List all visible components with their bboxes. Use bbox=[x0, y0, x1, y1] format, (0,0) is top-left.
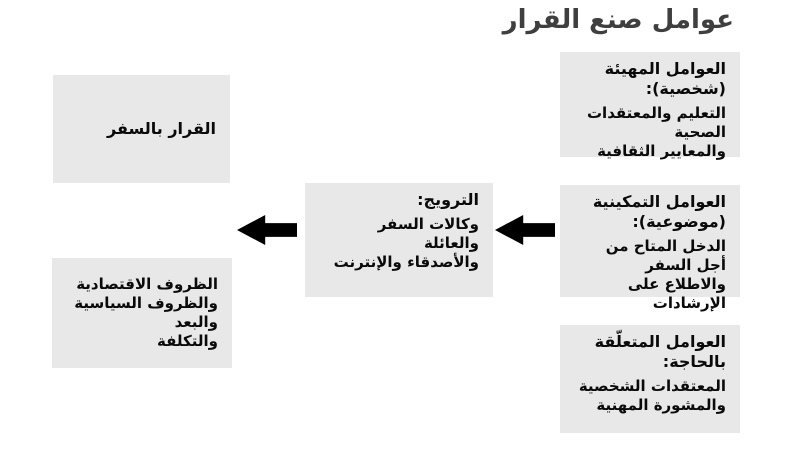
enabling-factors-box: العوامل التمكينية (موضوعية): الدخل المتا… bbox=[560, 185, 740, 312]
need-related-factors-heading: العوامل المتعلّقة بالحاجة: bbox=[594, 332, 726, 371]
travel-decision-label: القرار بالسفر bbox=[107, 119, 216, 138]
conditions-body: الظروف الاقتصادية والظروف السياسية والبع… bbox=[74, 274, 218, 351]
promotion-heading: الترويج: bbox=[417, 190, 479, 209]
conditions-box: الظروف الاقتصادية والظروف السياسية والبع… bbox=[52, 258, 232, 368]
enabling-factors-body: الدخل المتاح من أجل السفر والاطلاع على ا… bbox=[605, 237, 726, 313]
left-arrow-icon bbox=[495, 215, 555, 245]
promotion-box: الترويج: وكالات السفر والعائلة والأصدقاء… bbox=[305, 183, 493, 297]
promotion-body: وكالات السفر والعائلة والأصدقاء والإنترن… bbox=[333, 215, 479, 272]
need-related-factors-body: المعتقدات الشخصية والمشورة المهنية bbox=[578, 377, 726, 415]
predisposing-factors-heading: العوامل المهيئة (شخصية): bbox=[604, 59, 726, 98]
enabling-factors-heading: العوامل التمكينية (موضوعية): bbox=[592, 192, 726, 231]
predisposing-factors-body: التعليم والمعتقدات الصحية والمعايير الثق… bbox=[586, 104, 726, 161]
left-arrow-icon bbox=[237, 215, 297, 245]
travel-decision-box: القرار بالسفر bbox=[53, 75, 230, 183]
need-related-factors-box: العوامل المتعلّقة بالحاجة: المعتقدات الش… bbox=[560, 325, 740, 433]
predisposing-factors-box: العوامل المهيئة (شخصية): التعليم والمعتق… bbox=[560, 52, 740, 160]
page-title: عوامل صنع القرار bbox=[502, 5, 734, 35]
